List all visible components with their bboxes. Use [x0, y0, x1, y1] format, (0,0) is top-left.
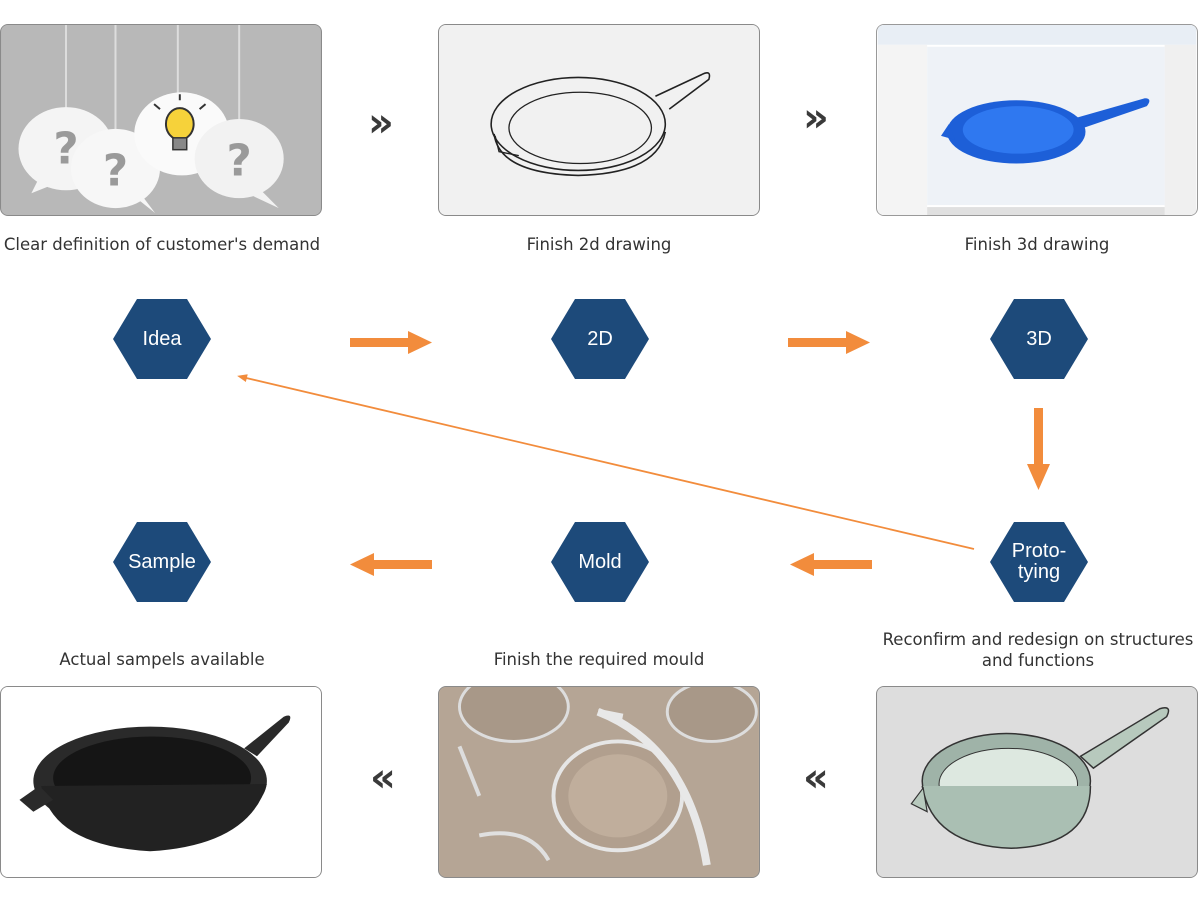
arrow-2d-to-3d	[788, 331, 870, 354]
mold-image	[438, 686, 760, 878]
hex-idea: Idea	[113, 299, 211, 379]
idea-image: ? ? ?	[0, 24, 322, 216]
sample-caption: Actual sampels available	[59, 650, 265, 669]
arrow-mold-to-sample	[350, 553, 432, 576]
prototype-image	[876, 686, 1198, 878]
hex-2d: 2D	[551, 299, 649, 379]
hex-mold-label: Mold	[578, 550, 622, 573]
prototyping-caption: Reconfirm and redesign on structures and…	[882, 630, 1194, 670]
svg-text:?: ?	[227, 136, 252, 186]
hex-sample: Sample	[113, 522, 211, 602]
chevron-right-icon: »	[368, 100, 394, 146]
hex-3d-label: 3D	[1026, 327, 1052, 350]
arrow-prototyping-to-mold	[790, 553, 872, 576]
hex-mold: Mold	[551, 522, 649, 602]
hex-prototyping-label: Proto- tying	[1011, 540, 1067, 583]
idea-caption: Clear definition of customer's demand	[3, 235, 321, 254]
chevron-right-icon: »	[803, 95, 829, 141]
hex-sample-label: Sample	[128, 550, 196, 573]
two-d-caption: Finish 2d drawing	[526, 235, 672, 254]
chevron-left-icon: «	[370, 755, 396, 801]
chevron-left-icon: «	[803, 755, 829, 801]
arrow-3d-to-prototyping	[1027, 408, 1050, 490]
hex-3d: 3D	[990, 299, 1088, 379]
hex-2d-label: 2D	[587, 327, 613, 350]
hex-idea-label: Idea	[142, 327, 182, 350]
three-d-image	[876, 24, 1198, 216]
svg-text:?: ?	[53, 125, 78, 175]
three-d-caption: Finish 3d drawing	[964, 235, 1110, 254]
arrow-idea-to-2d	[350, 331, 432, 354]
hex-prototyping: Proto- tying	[990, 522, 1088, 602]
mold-caption: Finish the required mould	[493, 650, 705, 669]
svg-text:?: ?	[103, 146, 128, 196]
two-d-image	[438, 24, 760, 216]
sample-image	[0, 686, 322, 878]
